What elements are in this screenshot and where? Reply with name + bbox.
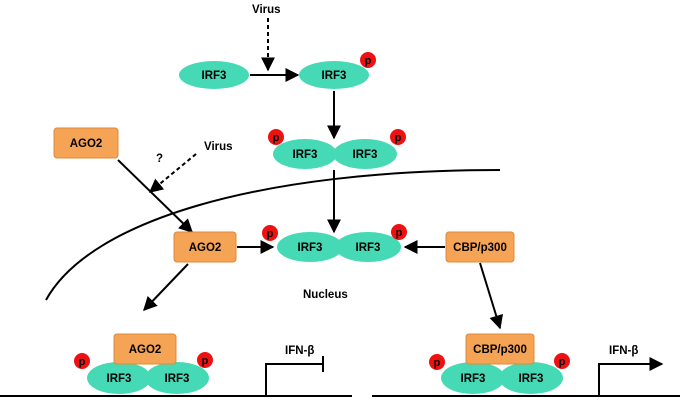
arrow-ago2-nuclear (117, 159, 194, 233)
svg-text:p: p (365, 55, 372, 67)
nuclear-membrane (45, 169, 501, 301)
svg-text:p: p (273, 132, 280, 144)
ago2-nucleus: AGO2 (173, 231, 237, 263)
svg-text:IRF3: IRF3 (202, 70, 227, 82)
irf3-phosphorylated: IRF3 p (299, 52, 376, 89)
promoter-blocked (265, 363, 322, 396)
arrow-ago2-to-complex (143, 263, 189, 312)
svg-text:p: p (434, 357, 441, 369)
cbp-irf3-complex: IRF3 IRF3 CBP/p300 p p (429, 333, 570, 394)
ifn-beta-left-label: IFN-β (285, 345, 314, 357)
svg-text:p: p (79, 356, 86, 368)
svg-text:p: p (267, 228, 274, 240)
svg-text:IRF3: IRF3 (353, 149, 378, 161)
virus-dashed-arrow-mid (148, 153, 197, 193)
virus-mid-label: Virus (204, 141, 233, 153)
ago2-cytoplasm: AGO2 (53, 127, 119, 159)
svg-text:IRF3: IRF3 (293, 149, 318, 161)
svg-text:IRF3: IRF3 (165, 373, 190, 385)
arrow-cbp-to-complex (479, 262, 503, 330)
svg-text:IRF3: IRF3 (519, 373, 544, 385)
svg-text:IRF3: IRF3 (356, 242, 381, 254)
ago2-irf3-complex: IRF3 IRF3 AGO2 p p (74, 333, 213, 394)
svg-text:IRF3: IRF3 (107, 373, 132, 385)
svg-text:IRF3: IRF3 (461, 373, 486, 385)
svg-text:AGO2: AGO2 (129, 344, 162, 356)
irf3-dimer-cytoplasm: IRF3 IRF3 p p (268, 129, 406, 169)
ifn-beta-right-label: IFN-β (609, 345, 638, 357)
irf3-dimer-nucleus: IRF3 IRF3 p p (262, 224, 407, 262)
irf3-unphosphorylated: IRF3 (179, 61, 249, 89)
svg-text:p: p (202, 355, 209, 367)
nucleus-label: Nucleus (303, 289, 348, 301)
svg-text:p: p (395, 132, 402, 144)
svg-text:p: p (396, 227, 403, 239)
svg-text:AGO2: AGO2 (189, 242, 222, 254)
virus-top-label: Virus (252, 4, 281, 16)
svg-text:CBP/p300: CBP/p300 (473, 344, 527, 356)
cbp-p300-nucleus: CBP/p300 (445, 231, 515, 263)
svg-text:IRF3: IRF3 (322, 70, 347, 82)
svg-text:IRF3: IRF3 (298, 242, 323, 254)
promoter-active (598, 357, 664, 396)
question-mark: ? (156, 153, 163, 165)
svg-text:CBP/p300: CBP/p300 (453, 242, 507, 254)
svg-text:p: p (559, 356, 566, 368)
svg-text:AGO2: AGO2 (70, 138, 103, 150)
